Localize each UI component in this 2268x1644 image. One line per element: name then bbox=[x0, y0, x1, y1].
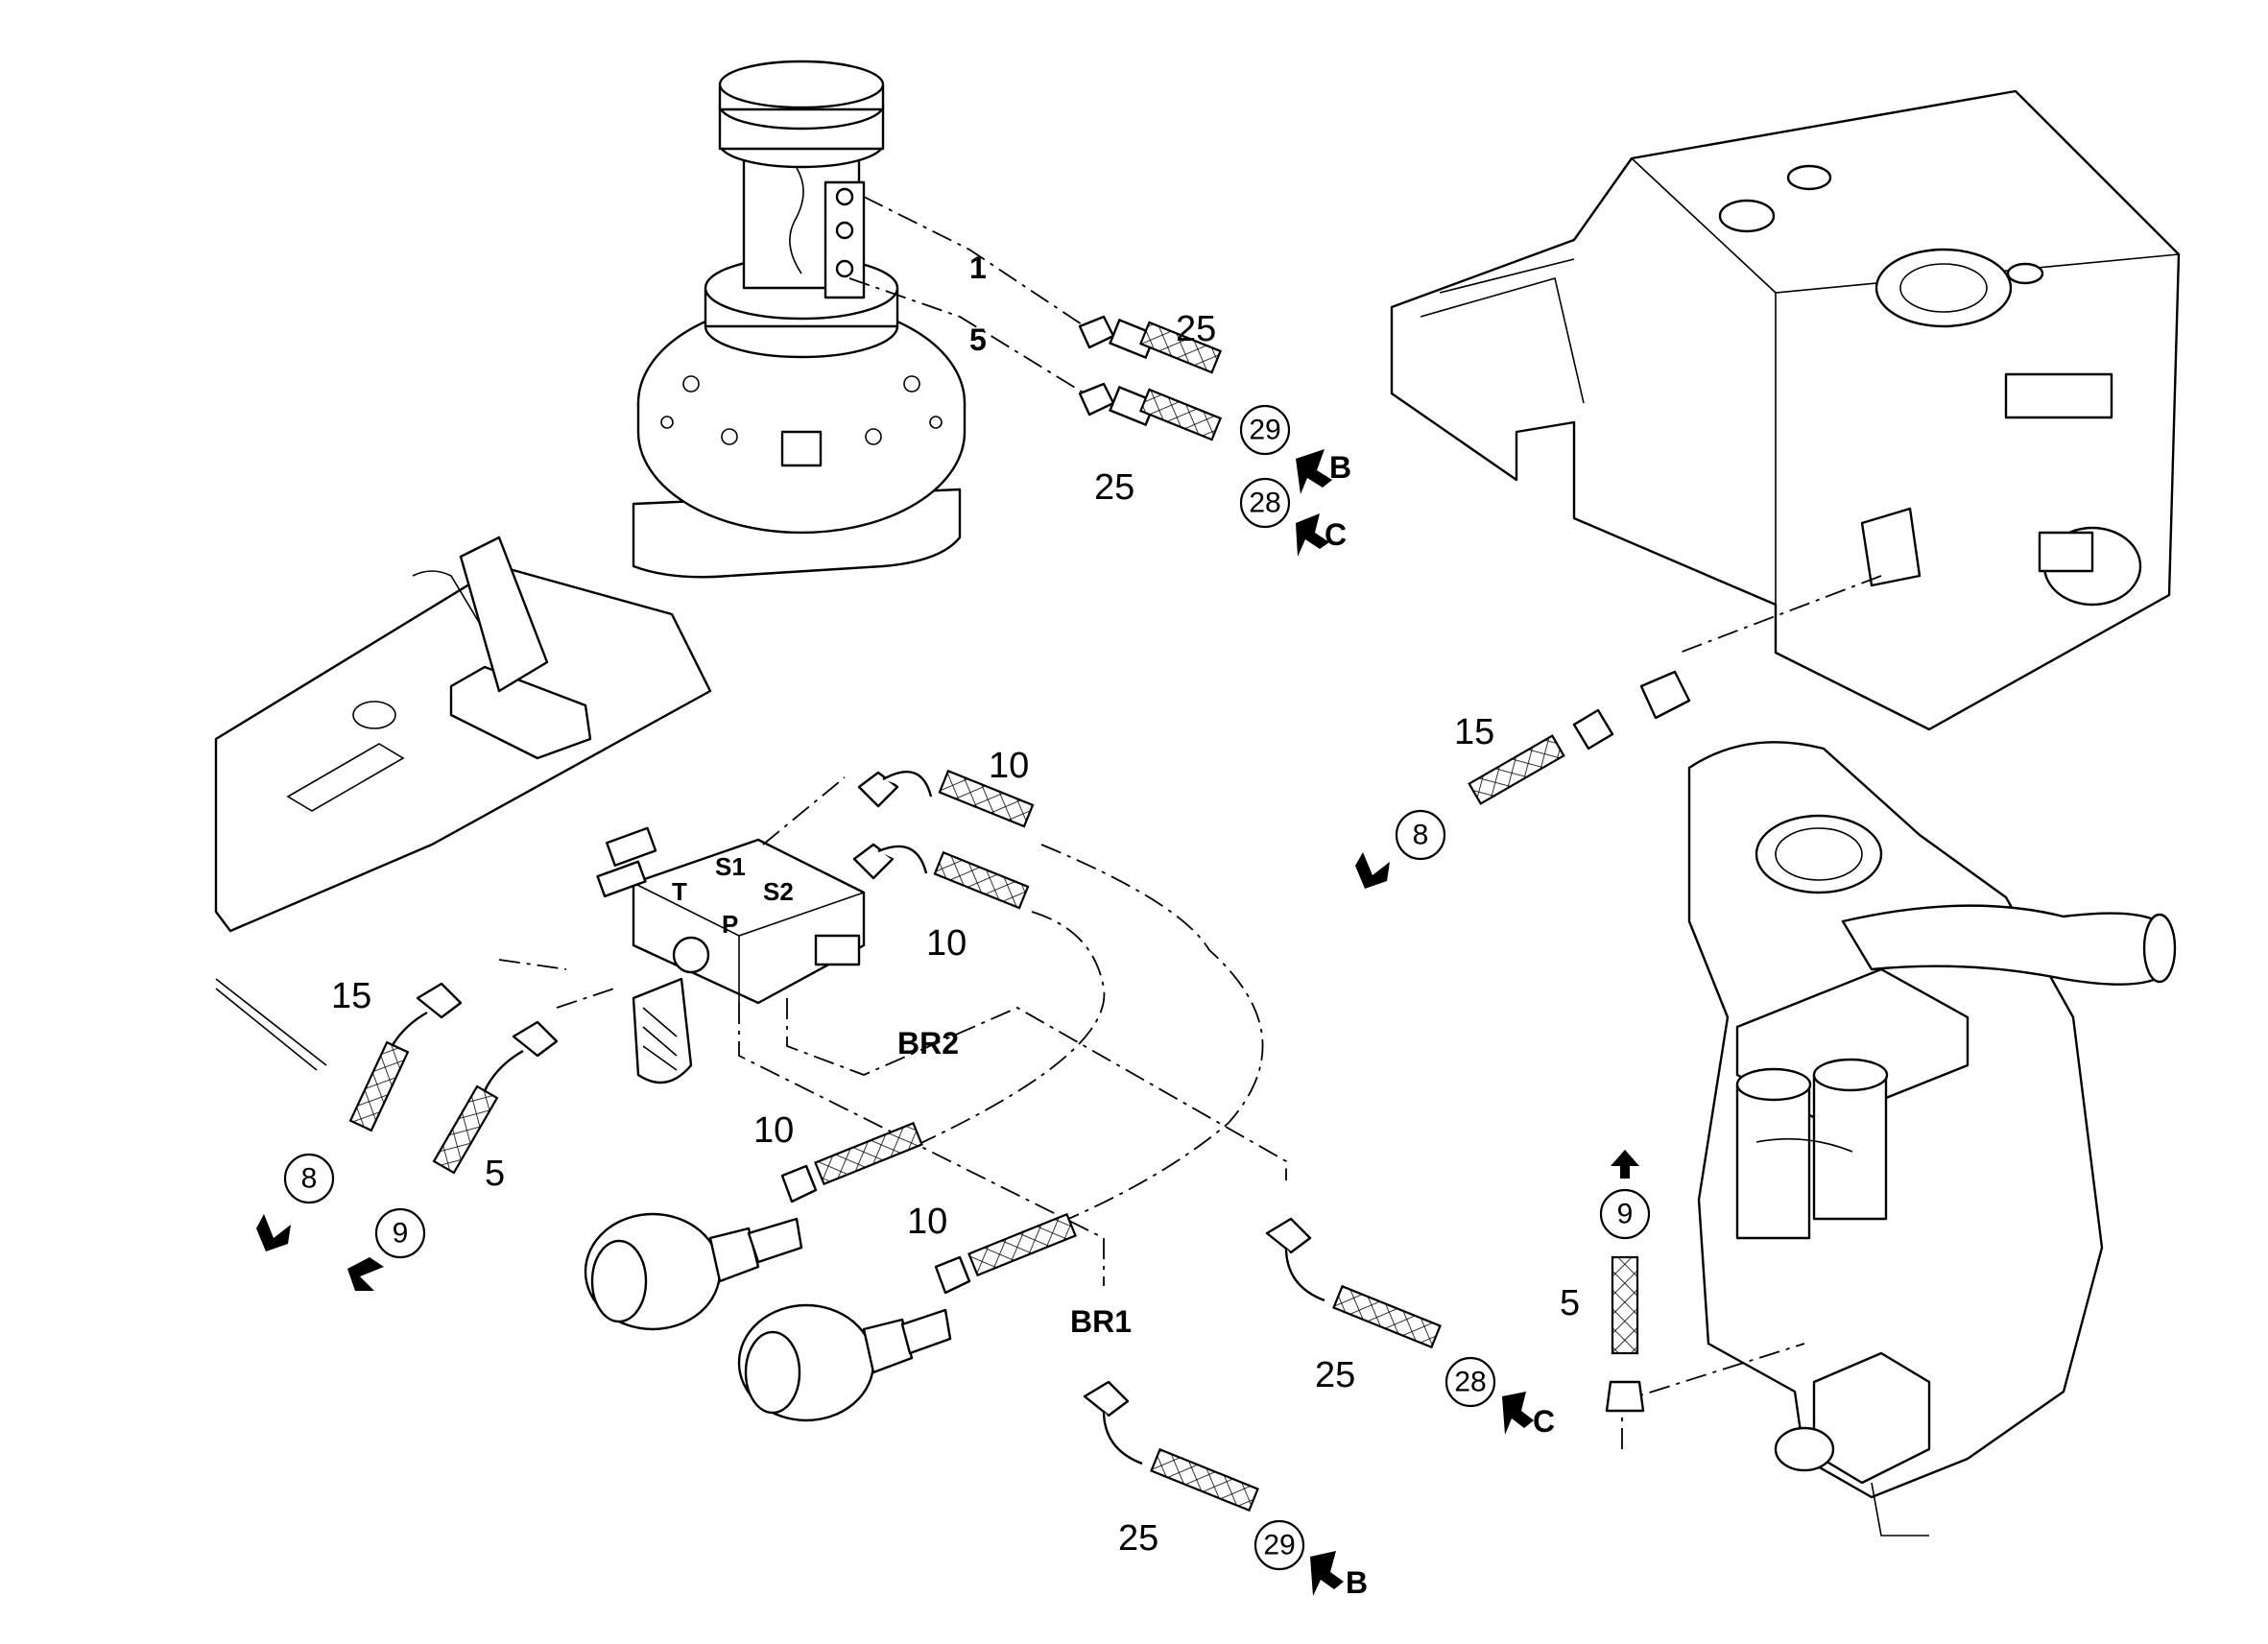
accumulator-1 bbox=[584, 1212, 803, 1331]
brake-valve bbox=[596, 826, 866, 1084]
label-10-a: 10 bbox=[989, 746, 1029, 786]
accumulator-2 bbox=[737, 1303, 952, 1422]
callout-8-left-text: 8 bbox=[301, 1163, 318, 1195]
hose-5-left bbox=[432, 1020, 559, 1175]
arrow-C-top: C bbox=[1296, 513, 1347, 557]
callout-9-right: 9 bbox=[1599, 1188, 1651, 1240]
arrow-B-top: B bbox=[1296, 449, 1351, 494]
valve-port-labels: T S1 S2 P BR2 BR1 bbox=[672, 852, 1132, 1339]
hose-10-a bbox=[857, 769, 1035, 828]
port-S2: S2 bbox=[763, 877, 794, 906]
arrow-icon bbox=[1611, 1150, 1639, 1179]
callout-9-left: 9 bbox=[374, 1207, 426, 1259]
port-P: P bbox=[722, 910, 738, 939]
callout-28-mid-text: 28 bbox=[1454, 1367, 1486, 1398]
callout-28-top: 28 bbox=[1239, 477, 1291, 529]
label-25-top-a: 25 bbox=[1176, 309, 1216, 349]
label-10-b: 10 bbox=[926, 923, 967, 964]
port-T: T bbox=[672, 877, 687, 906]
callout-29-bottom-text: 29 bbox=[1263, 1530, 1295, 1561]
arrow-icon bbox=[1502, 1392, 1534, 1435]
label-5-right: 5 bbox=[1560, 1283, 1580, 1323]
arrow-9-right bbox=[1611, 1150, 1639, 1179]
label-10-d: 10 bbox=[907, 1202, 947, 1242]
arrow-8-right bbox=[1355, 852, 1390, 889]
callout-8-right-text: 8 bbox=[1413, 820, 1429, 851]
hose-5-right bbox=[1605, 1255, 1645, 1413]
callout-8-left: 8 bbox=[283, 1153, 335, 1204]
hose-10-c bbox=[780, 1121, 923, 1203]
arrow-8-left bbox=[256, 1214, 291, 1251]
label-15-right: 15 bbox=[1454, 712, 1494, 752]
hose-15-left bbox=[348, 982, 463, 1132]
arrow-icon bbox=[1355, 852, 1390, 889]
hose-25-bottom bbox=[1083, 1380, 1259, 1513]
brake-pedal bbox=[412, 536, 592, 760]
label-15-left: 15 bbox=[331, 976, 371, 1016]
arrow-C-mid-letter: C bbox=[1533, 1404, 1555, 1439]
label-1: 1 bbox=[969, 250, 987, 285]
label-10-c: 10 bbox=[753, 1110, 794, 1151]
callout-28-mid: 28 bbox=[1444, 1356, 1496, 1408]
hydraulic-tank bbox=[1390, 89, 2181, 731]
line-BR2: BR2 bbox=[897, 1026, 959, 1060]
arrow-B-top-letter: B bbox=[1329, 450, 1351, 485]
callout-29-bottom: 29 bbox=[1253, 1519, 1305, 1571]
hose-10-b bbox=[852, 843, 1030, 910]
part-number-labels: 1 5 25 25 10 10 10 10 15 5 15 5 25 25 bbox=[331, 250, 1580, 1559]
arrow-icon bbox=[1310, 1551, 1344, 1596]
hose-1 bbox=[1078, 315, 1223, 374]
label-25-mid: 25 bbox=[1315, 1355, 1355, 1395]
callout-28-top-text: 28 bbox=[1249, 488, 1280, 519]
arrow-icon bbox=[1296, 449, 1332, 494]
arrow-icon bbox=[256, 1214, 291, 1251]
callout-9-left-text: 9 bbox=[393, 1218, 409, 1250]
hose-25-mid bbox=[1265, 1217, 1442, 1349]
engine-pump-assembly bbox=[1687, 741, 2177, 1537]
arrow-9-left bbox=[347, 1257, 384, 1291]
arrow-B-bottom: B bbox=[1310, 1551, 1368, 1600]
callout-29-top-text: 29 bbox=[1249, 415, 1280, 446]
hose-15-right bbox=[1468, 670, 1691, 805]
callout-29-top: 29 bbox=[1239, 404, 1291, 456]
line-BR1: BR1 bbox=[1070, 1304, 1132, 1339]
arrow-C-mid: C bbox=[1502, 1392, 1555, 1439]
label-25-top-b: 25 bbox=[1094, 467, 1134, 508]
arrow-C-top-letter: C bbox=[1325, 517, 1347, 552]
label-5-top: 5 bbox=[969, 322, 987, 357]
arrow-icon bbox=[347, 1257, 384, 1291]
callout-8-right: 8 bbox=[1395, 809, 1446, 861]
label-5-left: 5 bbox=[485, 1154, 505, 1194]
hose-10-d bbox=[934, 1212, 1077, 1295]
label-25-bottom: 25 bbox=[1118, 1518, 1158, 1559]
port-S1: S1 bbox=[715, 852, 746, 881]
arrow-icon bbox=[1296, 513, 1329, 557]
callout-9-right-text: 9 bbox=[1617, 1199, 1634, 1230]
rotary-joint bbox=[632, 60, 967, 579]
hose-5-top bbox=[1078, 382, 1223, 441]
cab-floor-plate bbox=[214, 564, 712, 1071]
arrow-B-bottom-letter: B bbox=[1346, 1565, 1368, 1600]
